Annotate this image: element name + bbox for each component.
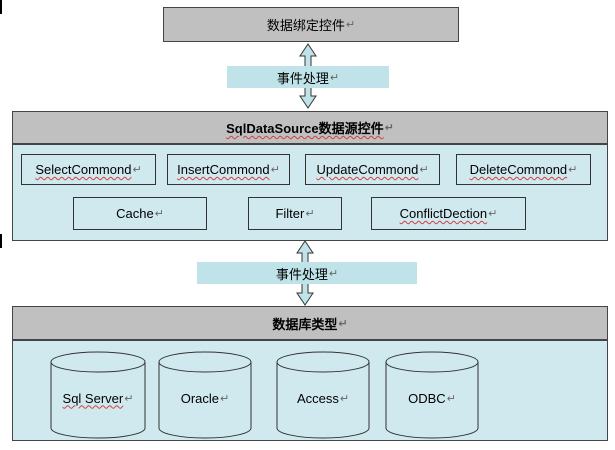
cylinder-sql-server [50,351,146,439]
paragraph-mark: ↵ [345,19,356,31]
paragraph-mark: ↵ [488,208,498,220]
edge-mark-top [0,0,2,14]
cylinder-odbc [385,351,479,439]
filter-label: Filter [275,206,305,221]
event-handling-text-top: 事件处理 [276,70,329,86]
sql-server-label: Sql Server↵ [51,388,145,408]
delete-command-box: DeleteCommond↵ [456,154,591,185]
paragraph-mark: ↵ [568,164,578,176]
delete-command-label: DeleteCommond [469,162,568,177]
oracle-label: Oracle↵ [159,388,251,408]
paragraph-mark: ↵ [124,392,134,405]
event-handling-label-bottom: 事件处理↵ [197,262,417,284]
event-handling-text-bottom: 事件处理 [275,266,328,282]
data-binding-control-box: 数据绑定控件↵ [163,7,459,42]
edge-mark-middle [0,234,2,248]
paragraph-mark: ↵ [338,317,348,330]
sql-server-text: Sql Server [62,390,124,406]
data-binding-control-label: 数据绑定控件 [266,18,345,33]
update-command-label: UpdateCommond [316,162,419,177]
paragraph-mark: ↵ [132,164,142,176]
access-text: Access [296,390,339,406]
paragraph-mark: ↵ [220,392,230,405]
cylinder-oracle [158,351,252,439]
odbc-text: ODBC [408,390,446,406]
sqldatasource-header: SqlDataSource数据源控件↵ [12,111,608,144]
odbc-label: ODBC↵ [386,388,478,408]
update-command-box: UpdateCommond↵ [305,154,440,185]
database-types-header: 数据库类型↵ [12,306,608,340]
insert-command-box: InsertCommond↵ [167,154,290,185]
cylinder-access [276,351,370,439]
database-types-title: 数据库类型 [272,316,338,332]
paragraph-mark: ↵ [329,71,340,84]
conflict-detection-label: ConflictDection [399,206,488,221]
select-command-label: SelectCommond [35,162,132,177]
insert-command-label: InsertCommond [177,162,270,177]
sqldatasource-title: SqlDataSource数据源控件 [226,121,384,136]
paragraph-mark: ↵ [339,392,350,405]
access-label: Access↵ [277,388,369,408]
event-handling-label-top: 事件处理↵ [227,66,389,88]
cache-label: Cache [116,206,154,221]
filter-box: Filter↵ [248,197,342,230]
paragraph-mark: ↵ [384,122,394,134]
paragraph-mark: ↵ [154,208,164,220]
cache-box: Cache↵ [73,197,207,230]
select-command-box: SelectCommond↵ [21,154,156,185]
oracle-text: Oracle [180,390,220,406]
paragraph-mark: ↵ [328,267,339,280]
paragraph-mark: ↵ [419,164,429,176]
paragraph-mark: ↵ [270,164,280,176]
paragraph-mark: ↵ [305,208,315,220]
conflict-detection-box: ConflictDection↵ [371,197,526,230]
paragraph-mark: ↵ [446,392,456,405]
